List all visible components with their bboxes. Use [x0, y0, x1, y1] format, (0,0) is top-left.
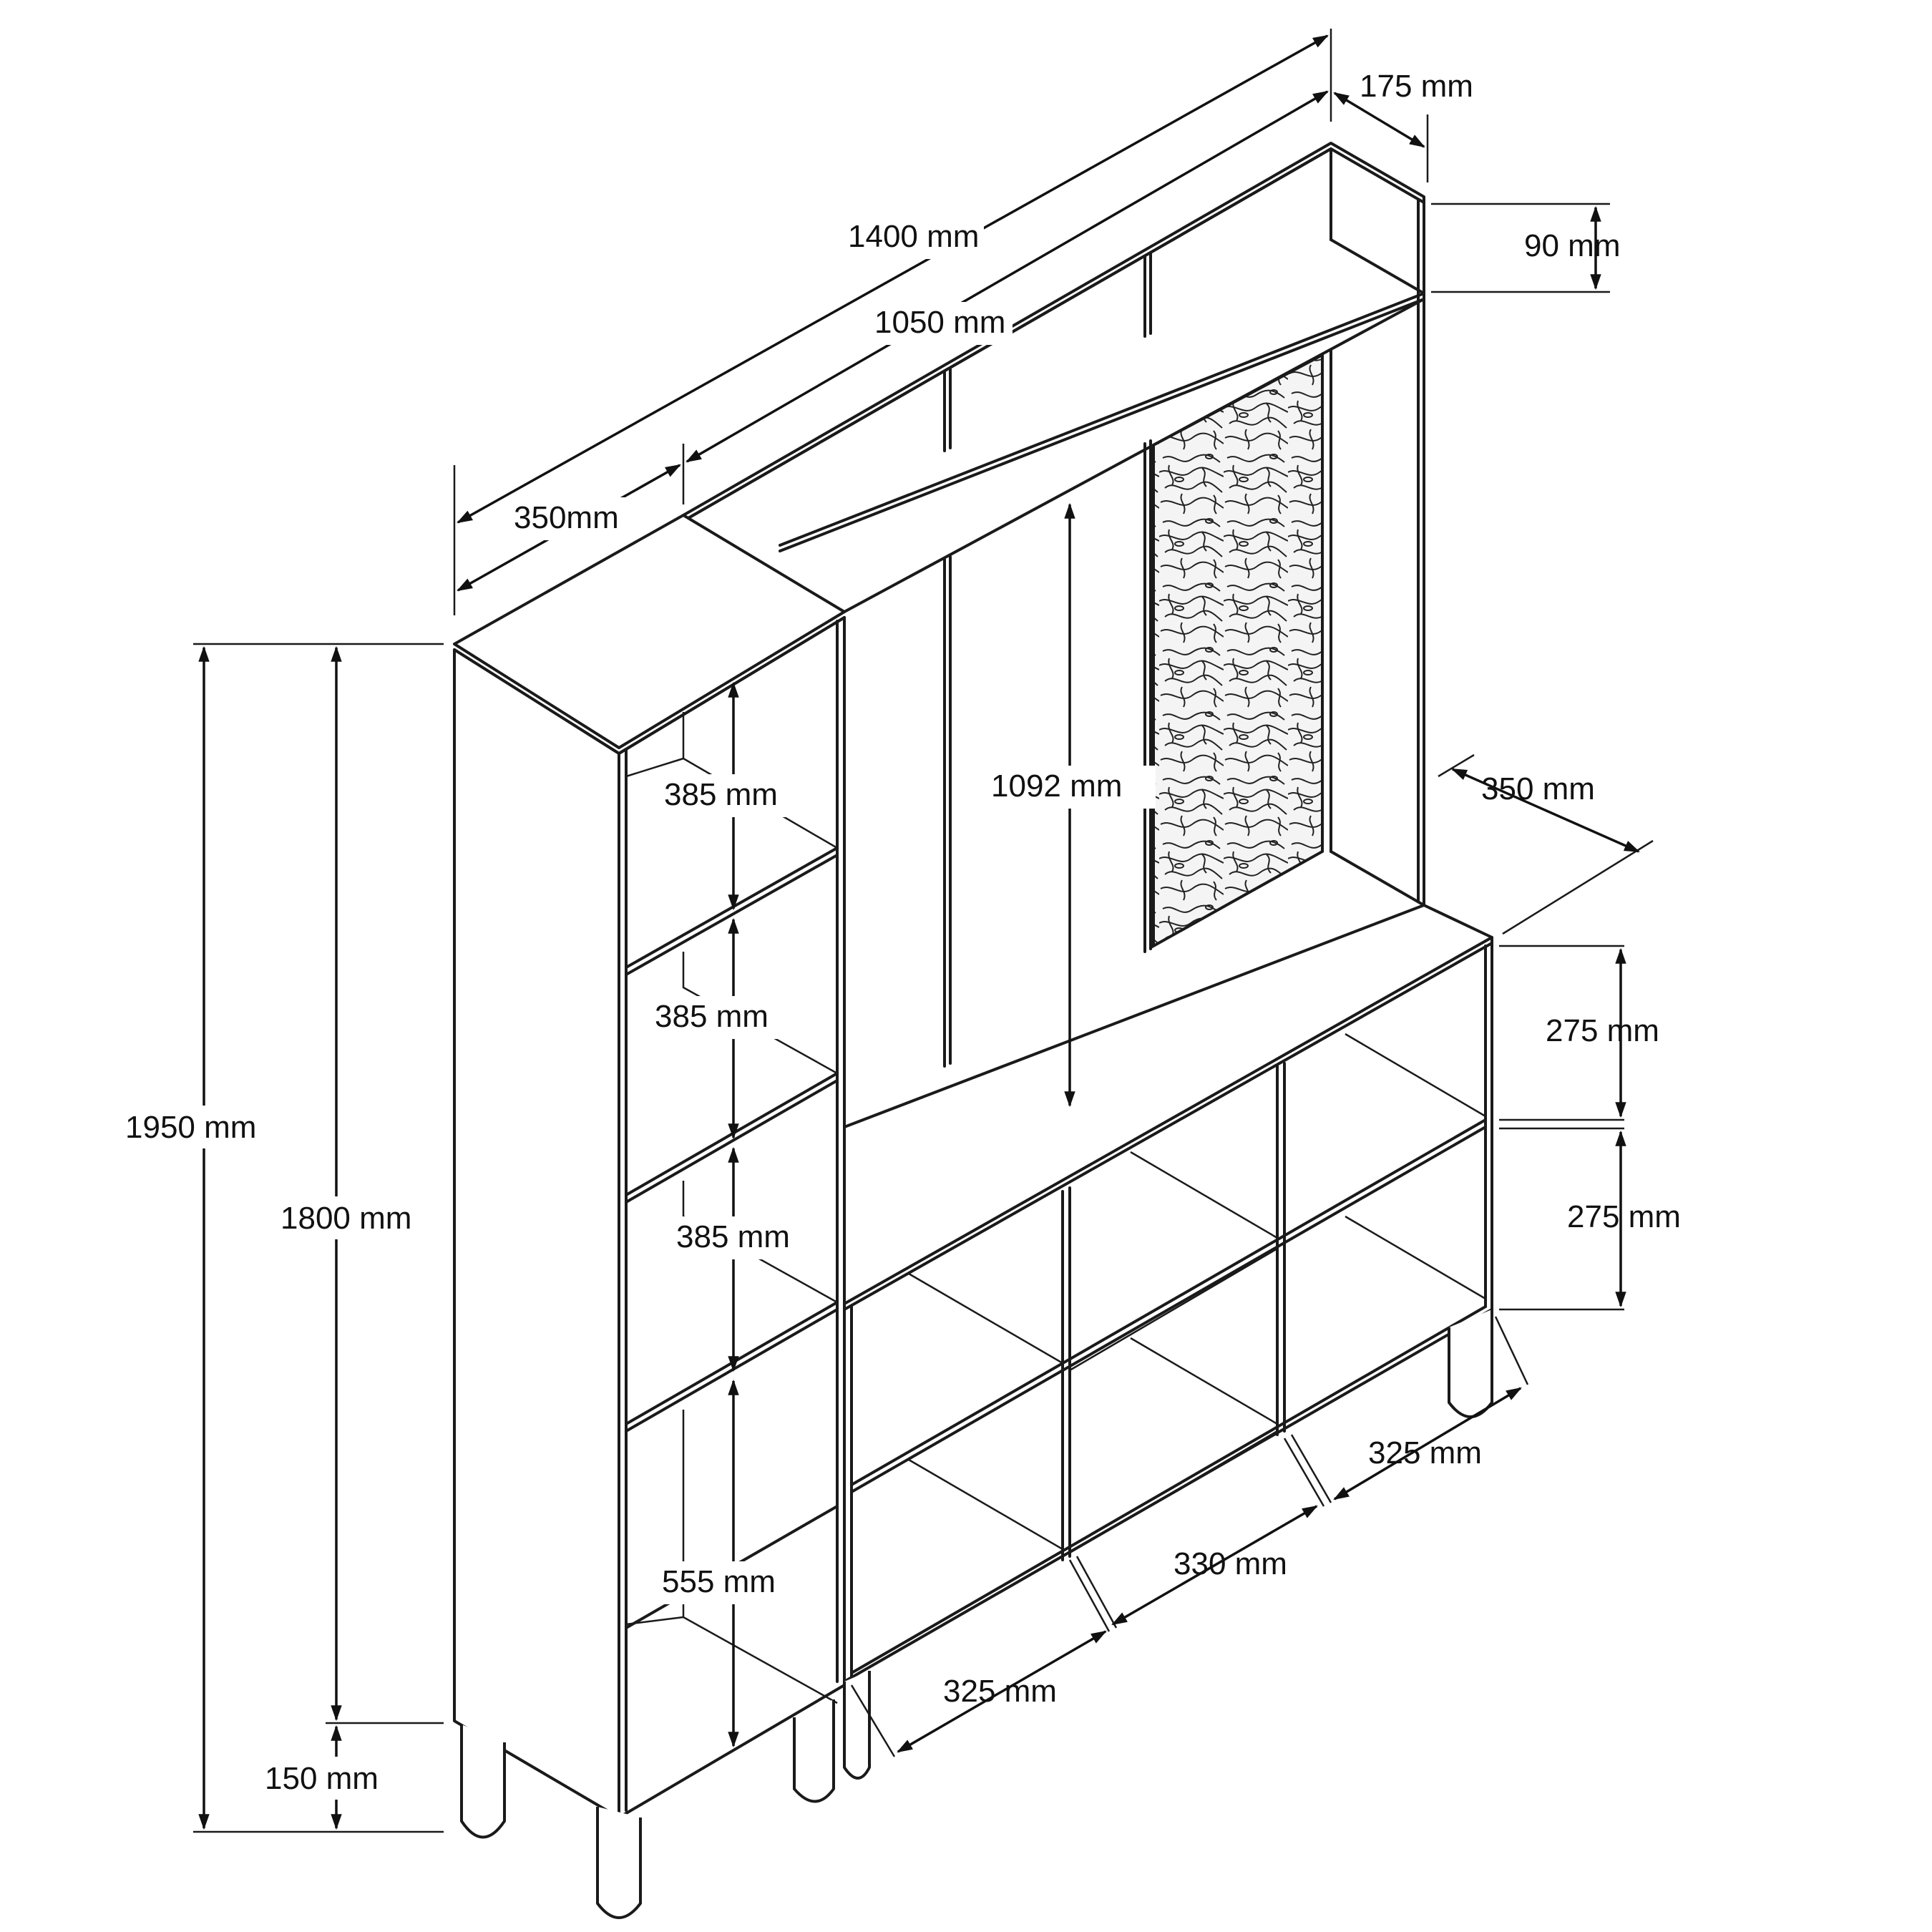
leg-front-left	[460, 1724, 506, 1839]
label-total-height: 1950 mm	[125, 1110, 256, 1145]
label-body-height: 1800 mm	[280, 1201, 411, 1236]
label-tower-width: 350mm	[514, 500, 619, 535]
tower-side	[453, 648, 620, 1819]
label-overall-width: 1400 mm	[848, 219, 979, 254]
leg-back-left	[793, 1699, 835, 1803]
label-panel-height: 1092 mm	[991, 769, 1122, 804]
label-leg-height: 150 mm	[265, 1761, 379, 1796]
label-shelf-2: 385 mm	[655, 999, 769, 1034]
dimension-labels: 1400 mm 1050 mm 350mm 175 mm 90 mm 1092 …	[122, 69, 1681, 1800]
label-cube-col-middle: 330 mm	[1174, 1546, 1287, 1581]
leg-front-mid	[596, 1807, 642, 1919]
left-tower	[453, 514, 846, 1819]
label-top-depth: 175 mm	[1360, 69, 1473, 104]
label-cube-col-left: 325 mm	[943, 1674, 1057, 1709]
leg-back-mid	[843, 1671, 871, 1780]
label-shelf-1: 385 mm	[664, 777, 778, 812]
label-top-shelf-height: 90 mm	[1524, 228, 1620, 263]
label-base-depth: 350 mm	[1481, 771, 1595, 806]
cube-cabinet	[843, 904, 1493, 1683]
label-cube-col-right: 325 mm	[1368, 1435, 1482, 1470]
label-cube-row-2: 275 mm	[1567, 1199, 1681, 1234]
label-shelf-4: 555 mm	[662, 1564, 776, 1599]
label-cube-row-1: 275 mm	[1546, 1013, 1659, 1048]
label-upper-width: 1050 mm	[874, 305, 1005, 340]
marble-panel	[1152, 352, 1324, 949]
leg-back-right	[1448, 1309, 1493, 1418]
label-shelf-3: 385 mm	[676, 1219, 790, 1254]
